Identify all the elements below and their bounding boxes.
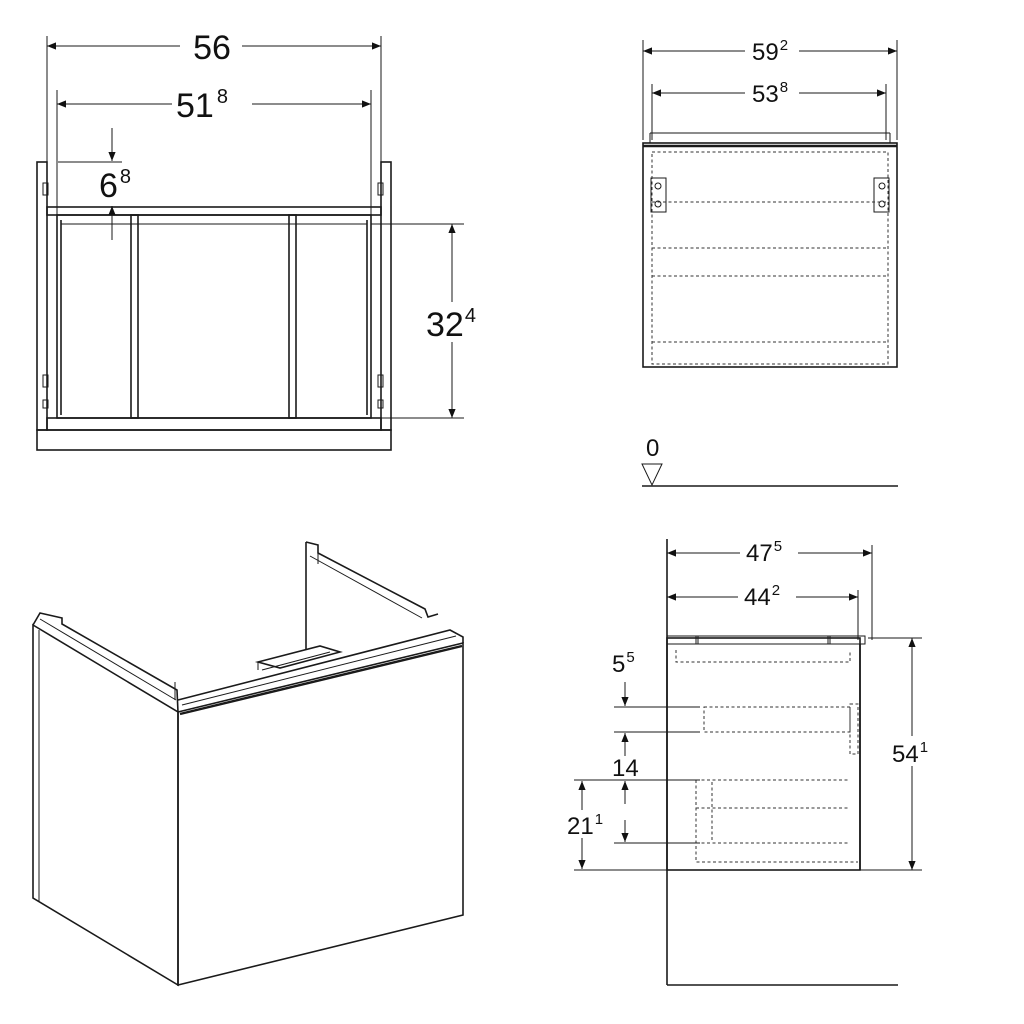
isometric-view xyxy=(32,541,464,987)
front-drawer-box xyxy=(56,214,372,419)
dim-front-overall-width: 56 xyxy=(193,29,231,67)
front-divider-right xyxy=(288,214,297,419)
rear-outer xyxy=(642,142,898,368)
dim-rear-overall-width: 592 xyxy=(752,37,788,66)
front-right-panel xyxy=(380,161,392,431)
front-top-rail xyxy=(46,206,382,216)
dim-front-inner-height: 324 xyxy=(426,305,476,344)
iso-side-face xyxy=(32,623,179,987)
dim-rear-inner-width: 538 xyxy=(752,79,788,108)
front-base xyxy=(36,429,392,451)
side-view: 475 442 541 55 14 211 xyxy=(566,537,940,986)
dim-side-inner-depth: 442 xyxy=(744,582,780,611)
front-left-panel xyxy=(36,161,48,431)
dim-side-drawer-height: 211 xyxy=(567,811,603,840)
floor-level-marker: 0 xyxy=(641,435,898,487)
dim-side-overall-depth: 475 xyxy=(746,538,782,567)
dim-side-top-offset: 55 xyxy=(612,649,635,678)
iso-front-face xyxy=(177,641,464,987)
dim-side-overall-height: 541 xyxy=(892,739,928,768)
front-divider-left xyxy=(130,214,139,419)
level-triangle-icon xyxy=(641,463,663,487)
floor-level-label: 0 xyxy=(646,435,659,462)
rear-view: 592 538 xyxy=(642,36,898,368)
dim-side-drawer-gap: 14 xyxy=(612,755,639,782)
